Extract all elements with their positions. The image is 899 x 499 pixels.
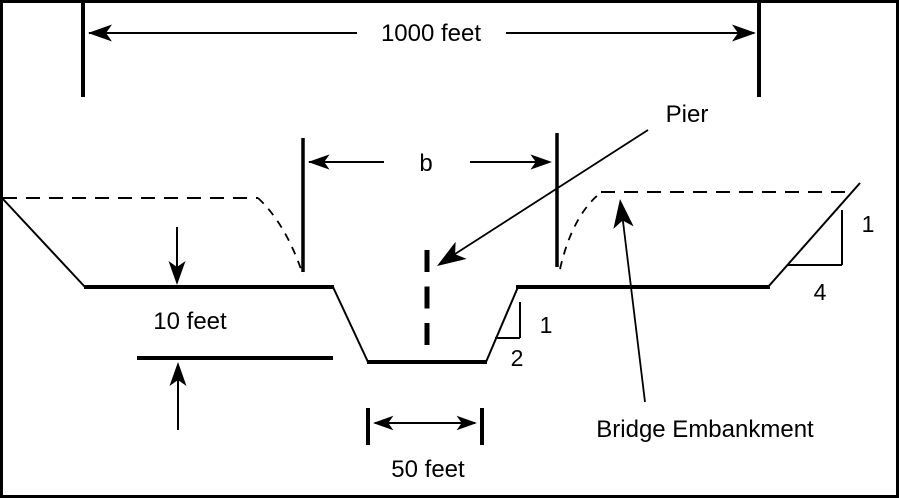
- pier-label: Pier: [666, 101, 709, 128]
- channel-bottom-width-label: 50 feet: [391, 456, 465, 483]
- valley-slope-run-label: 4: [814, 279, 827, 305]
- right-valley-slope: [767, 182, 861, 288]
- channel-depth-label: 10 feet: [153, 308, 227, 335]
- bridge-opening-label: b: [419, 150, 432, 177]
- pier-leader-line: [440, 129, 649, 264]
- embankment-label: Bridge Embankment: [596, 416, 814, 443]
- right-channel-bank-slope: [485, 286, 519, 363]
- embankment-leader-line: [620, 204, 646, 403]
- left-valley-slope: [1, 197, 86, 288]
- right-dashed-scour-curve: [559, 193, 600, 270]
- bank-slope-run-label: 2: [511, 345, 524, 371]
- bank-slope-rise-label: 1: [540, 312, 553, 338]
- valley-slope-rise-label: 1: [862, 211, 875, 237]
- left-dashed-scour-curve: [257, 197, 304, 276]
- floodplain-width-label: 1000 feet: [381, 20, 481, 47]
- left-channel-bank-slope: [332, 286, 369, 363]
